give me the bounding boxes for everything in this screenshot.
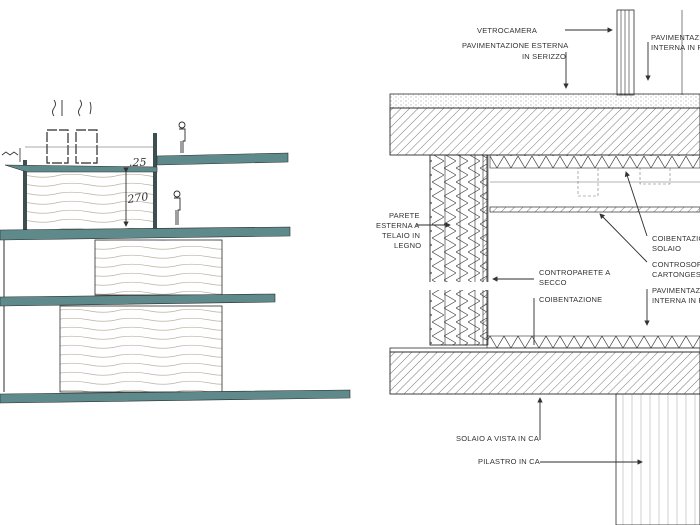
section-sketch: .25 270 — [0, 99, 351, 404]
first-floor-slab — [0, 226, 291, 241]
ceiling-insulation — [489, 154, 700, 169]
dimension-height: 270 — [126, 190, 150, 206]
label-parete-3: TELAIO IN — [382, 231, 420, 240]
label-vetrocamera: VETROCAMERA — [477, 26, 537, 35]
smoke-icon — [52, 99, 92, 117]
label-coibentazione: COIBENTAZIONE — [539, 295, 602, 304]
upper-volume — [24, 169, 156, 231]
ceiling-hanger — [639, 167, 671, 185]
label-parete-4: LEGNO — [394, 241, 421, 250]
rooftop-box — [46, 129, 69, 164]
label-controsoff-2: CARTONGESS — [652, 270, 700, 279]
middle-volume — [94, 239, 223, 296]
label-pav-interna-top-2: INTERNA IN PA — [651, 43, 700, 52]
label-controparete-1: CONTROPARETE A — [539, 268, 610, 277]
construction-detail: VETROCAMERA PAVIMENTAZIONE ESTERNA IN SE… — [376, 9, 700, 525]
human-figure-icon — [173, 190, 181, 225]
window-glazing — [616, 9, 683, 96]
second-floor-slab — [0, 293, 276, 307]
label-parete-2: ESTERNA A — [376, 221, 419, 230]
label-solaio-vista: SOLAIO A VISTA IN CA — [456, 434, 539, 443]
label-pav-interna-top-1: PAVIMENTAZIO — [651, 33, 700, 42]
plasterboard-ceiling — [489, 206, 700, 213]
label-pilastro: PILASTRO IN CA — [478, 457, 540, 466]
lower-concrete-slab — [389, 351, 700, 395]
label-coib-solaio-1: COIBENTAZIO — [652, 234, 700, 243]
label-pav-interna-bot-2: INTERNA IN P — [652, 296, 700, 305]
railing — [1, 148, 21, 162]
lower-volume — [59, 305, 223, 393]
floor-insulation — [486, 335, 700, 349]
terrace-slab — [4, 164, 158, 173]
rooftop-box — [75, 129, 98, 164]
upper-floor-finish — [389, 93, 700, 109]
label-pav-esterna-2: IN SERIZZO — [522, 52, 566, 61]
label-pav-esterna-1: PAVIMENTAZIONE ESTERNA — [462, 41, 569, 50]
ceiling-hanger — [577, 167, 599, 197]
wall — [153, 133, 157, 232]
upper-concrete-slab — [389, 107, 700, 156]
label-controsoff-1: CONTROSOFF — [652, 260, 700, 269]
label-coib-solaio-2: SOLAIO — [652, 244, 681, 253]
label-parete-1: PARETE — [389, 211, 420, 220]
timber-frame-wall — [428, 154, 490, 346]
lower-floor-finish — [389, 347, 700, 353]
roof-slab — [156, 152, 289, 166]
wall — [23, 160, 27, 232]
human-figure-icon — [178, 121, 186, 153]
ground-slab — [0, 389, 351, 404]
dimension-top: .25 — [129, 156, 147, 169]
concrete-column — [615, 393, 700, 525]
label-pav-interna-bot-1: PAVIMENTAZIO — [652, 286, 700, 295]
label-controparete-2: SECCO — [539, 278, 567, 287]
leader-arrows — [416, 27, 651, 465]
